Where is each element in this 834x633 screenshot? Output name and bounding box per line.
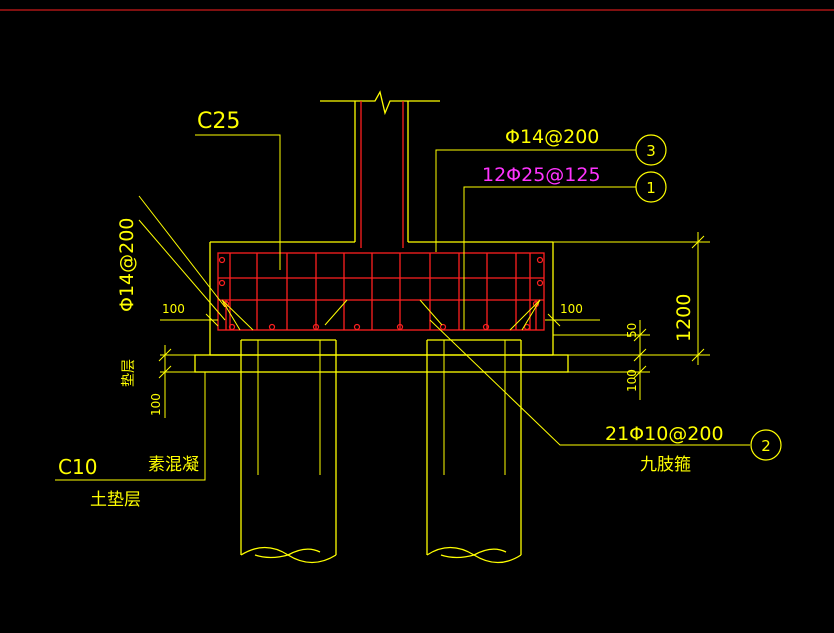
cushion-material-label: 素混凝	[148, 455, 199, 475]
dimension-right	[545, 232, 710, 400]
cushion-grade-label: C10	[58, 455, 97, 479]
pile-inner-lines	[257, 340, 506, 475]
concrete-grade-label: C25	[197, 109, 240, 134]
bottom-rebar-label: 12Φ25@125	[482, 164, 601, 186]
dim-height-label: 1200	[673, 294, 695, 342]
dimension-left	[158, 313, 219, 418]
dim-100-right-label: 100	[625, 369, 639, 392]
pile-left	[240, 339, 337, 564]
callout-3: 3	[635, 134, 667, 166]
left-vertical-note: 垫层	[121, 359, 137, 387]
rebar-cage	[217, 252, 545, 331]
pile-right	[426, 339, 522, 564]
column	[320, 90, 440, 242]
callout-1-number: 1	[646, 179, 656, 197]
dim-100-left-label: 100	[149, 393, 163, 416]
callout-1: 1	[635, 171, 667, 203]
stirrup-label: 21Φ10@200	[605, 423, 724, 445]
stirrup-type-label: 九肢箍	[640, 455, 691, 475]
column-rebar	[360, 101, 404, 248]
callout-2-number: 2	[761, 437, 771, 455]
pile-cap-outline	[209, 241, 554, 356]
callout-2: 2	[750, 429, 782, 461]
dim-cover-right: 100	[560, 302, 583, 316]
side-rebar-label: Φ14@200	[116, 218, 138, 312]
rebar-dots	[218, 256, 544, 331]
top-rebar-label: Φ14@200	[505, 126, 599, 148]
leader-lines	[55, 134, 750, 481]
dim-50-label: 50	[625, 323, 639, 338]
cushion-layer	[194, 354, 569, 373]
anchor-lines	[221, 299, 541, 331]
callout-3-number: 3	[646, 142, 656, 160]
cushion-layer-label: 土垫层	[90, 490, 141, 510]
dim-cover-left: 100	[162, 302, 185, 316]
